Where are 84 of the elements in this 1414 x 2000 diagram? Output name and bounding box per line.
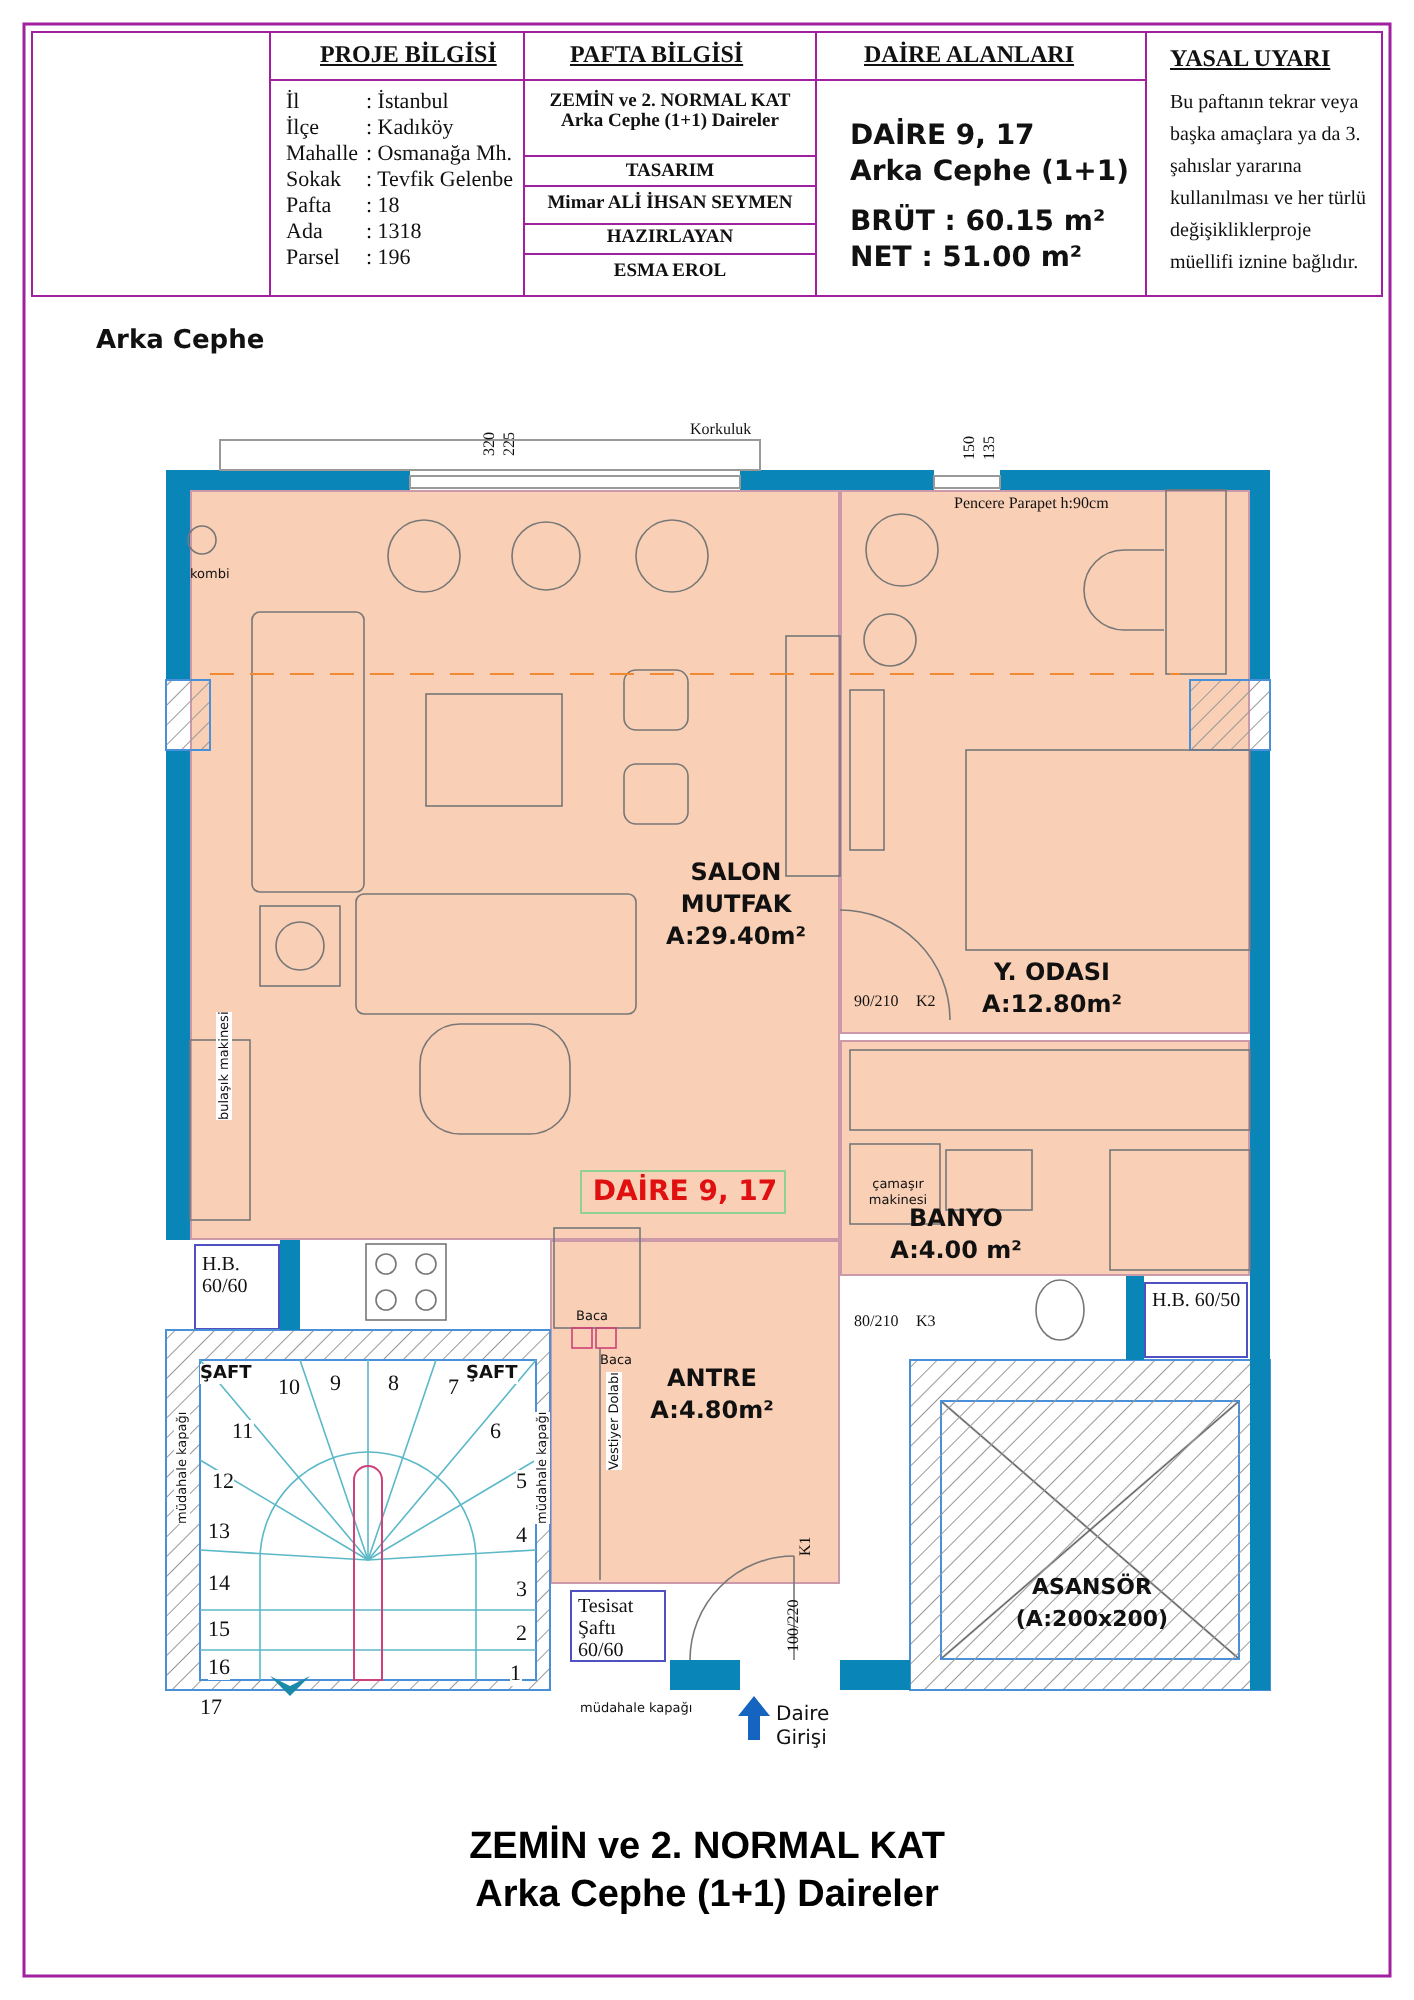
- designer-name: Mimar ALİ İHSAN SEYMEN: [545, 194, 795, 214]
- shaft-label: Tesisat Şaftı 60/60: [578, 1596, 636, 1662]
- step-number: 4: [516, 1524, 527, 1548]
- shaft-label: H.B. 60/60: [202, 1254, 250, 1298]
- sheet-title: ZEMİN ve 2. NORMAL KAT Arka Cephe (1+1) Daireler: [547, 92, 793, 132]
- section-heading: PAFTA BİLGİSİ: [570, 40, 744, 70]
- field-label: Mahalle: [286, 142, 359, 166]
- door-size: 80/210: [854, 1312, 899, 1330]
- room-name: ASANSÖR: [1032, 1572, 1152, 1604]
- room-area: (A:200x200): [1015, 1604, 1169, 1636]
- legal-warning-text: Bu paftanın tekrar veya başka amaçlara ya da 3. şahıslar yararına kullanılması ve her türlü değişikliklerproje müellifi iznine bağlıdır.: [1170, 90, 1369, 278]
- door-code: K3: [916, 1312, 936, 1330]
- dimension-text: 150: [960, 436, 978, 460]
- shaft-box: [1144, 1282, 1248, 1358]
- step-number: 11: [232, 1420, 254, 1444]
- room-area: A:4.80m²: [650, 1394, 774, 1426]
- step-number: 7: [448, 1376, 459, 1400]
- entrance-label: Daire Girişi: [776, 1704, 832, 1752]
- bedroom-room: [840, 490, 1250, 1034]
- door-size: 90/210: [854, 992, 899, 1010]
- field-label: TASARIM: [623, 162, 717, 182]
- door-code: K1: [796, 1536, 814, 1556]
- field-label: Pafta: [286, 194, 332, 218]
- section-heading: PROJE BİLGİSİ: [320, 40, 497, 70]
- field-value: : 1318: [366, 220, 422, 244]
- hall-room: [550, 1240, 840, 1584]
- living-kitchen-room: [190, 490, 840, 1240]
- window-note: Pencere Parapet h:90cm: [954, 494, 1109, 512]
- field-value: : İstanbul: [366, 90, 449, 114]
- room-name: ANTRE: [667, 1362, 757, 1394]
- step-number: 3: [516, 1578, 527, 1602]
- room-name: SALON MUTFAK: [678, 856, 794, 920]
- shaft-label: ŞAFT: [200, 1364, 252, 1384]
- dimension-text: 225: [500, 432, 518, 456]
- step-number: 17: [200, 1696, 222, 1720]
- room-name: Y. ODASI: [994, 956, 1110, 988]
- field-label: HAZIRLAYAN: [604, 228, 736, 248]
- door-size: 100/220: [784, 1599, 802, 1652]
- net-area: NET : 51.00 m²: [850, 242, 1083, 274]
- step-number: 15: [208, 1618, 230, 1642]
- field-label: Parsel: [286, 246, 340, 270]
- apartment-number: DAİRE 9, 17: [850, 120, 1035, 152]
- shaft-box: [194, 1244, 280, 1330]
- preparer-name: ESMA EROL: [611, 262, 729, 282]
- step-number: 6: [490, 1420, 501, 1444]
- apartment-number: DAİRE 9, 17: [592, 1176, 778, 1208]
- dimension-text: 135: [980, 436, 998, 460]
- dimension-text: 320: [480, 432, 498, 456]
- field-value: : Kadıköy: [366, 116, 454, 140]
- shaft-box: [570, 1590, 666, 1662]
- drawing-title: ZEMİN ve 2. NORMAL KAT Arka Cephe (1+1) Daireler: [467, 1824, 947, 1920]
- field-label: İl: [286, 90, 300, 114]
- apartment-tag: [580, 1170, 786, 1214]
- shaft-label: ŞAFT: [466, 1364, 518, 1384]
- shaft-label: H.B. 60/50: [1152, 1290, 1241, 1312]
- field-value: : 196: [366, 246, 411, 270]
- step-number: 9: [330, 1372, 341, 1396]
- room-area: A:29.40m²: [665, 920, 807, 952]
- section-heading: YASAL UYARI: [1170, 44, 1331, 74]
- step-number: 1: [510, 1662, 521, 1686]
- field-value: : Osmanağa Mh.: [366, 142, 513, 166]
- step-number: 14: [208, 1572, 230, 1596]
- step-number: 5: [516, 1470, 527, 1494]
- field-label: İlçe: [286, 116, 319, 140]
- gross-area: BRÜT : 60.15 m²: [850, 206, 1106, 238]
- view-label: Arka Cephe: [96, 326, 265, 356]
- section-heading: DAİRE ALANLARI: [864, 40, 1075, 70]
- step-number: 2: [516, 1622, 527, 1646]
- step-number: 13: [208, 1520, 230, 1544]
- step-number: 12: [212, 1470, 234, 1494]
- room-name: BANYO: [909, 1204, 1003, 1234]
- facade-type: Arka Cephe (1+1): [850, 156, 1130, 188]
- field-value: : 18: [366, 194, 400, 218]
- bathroom-room: [840, 1040, 1250, 1276]
- room-area: A:4.00 m²: [890, 1234, 1022, 1266]
- step-number: 10: [278, 1376, 300, 1400]
- field-label: Sokak: [286, 168, 341, 192]
- field-value: : Tevfik Gelenbe: [366, 168, 514, 192]
- step-number: 16: [208, 1656, 230, 1680]
- door-code: K2: [916, 992, 936, 1010]
- room-area: A:12.80m²: [981, 988, 1123, 1020]
- step-number: 8: [388, 1372, 399, 1396]
- railing-label: Korkuluk: [690, 420, 752, 438]
- field-label: Ada: [286, 220, 323, 244]
